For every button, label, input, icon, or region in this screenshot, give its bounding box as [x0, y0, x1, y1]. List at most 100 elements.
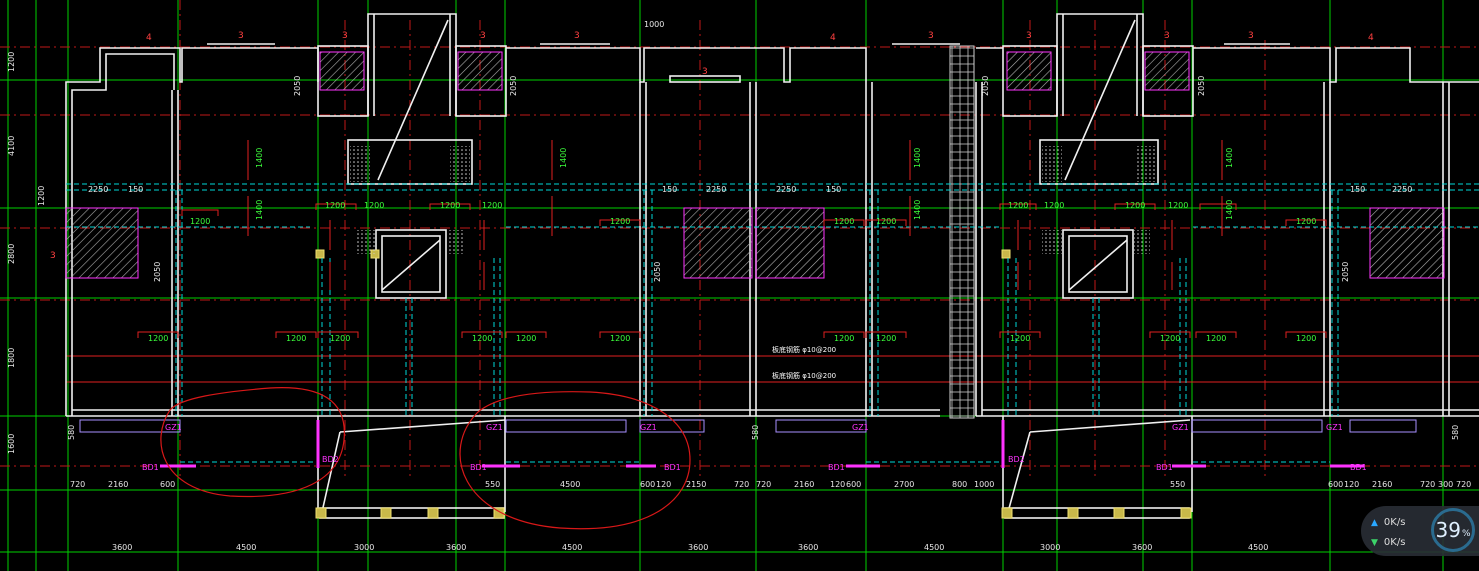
- axis-number: 3: [1026, 31, 1032, 41]
- side-dim: 4100: [7, 136, 16, 156]
- dim-label: 1200: [610, 334, 630, 343]
- dim-label: 1200: [1296, 217, 1316, 226]
- dim-label: 1200: [325, 201, 345, 210]
- bottom-dim: 300: [1438, 480, 1453, 489]
- column-label: GZ1: [486, 423, 503, 432]
- cpu-percent: 39: [1435, 518, 1461, 542]
- side-dim: 2800: [7, 244, 16, 264]
- dim-label: 2050: [981, 76, 990, 96]
- axis-number: 3: [702, 67, 708, 77]
- dim-label: 1200: [190, 217, 210, 226]
- column-label: GZ1: [640, 423, 657, 432]
- bottom-dim: 120: [1344, 480, 1359, 489]
- dim-label: 1200: [610, 217, 630, 226]
- percent-sign: %: [1461, 529, 1471, 539]
- bottom-dim-2: 3600: [1132, 543, 1152, 552]
- dim-label: 1200: [330, 334, 350, 343]
- dim-label: 150: [662, 185, 677, 194]
- dim-label: 2250: [706, 185, 726, 194]
- slab-label: BD1: [1156, 463, 1173, 472]
- axis-number: 4: [146, 33, 152, 43]
- dim-label: 1200: [1044, 201, 1064, 210]
- bottom-dim: 2150: [686, 480, 706, 489]
- dim-label: 1200: [286, 334, 306, 343]
- bottom-dim-2: 3600: [798, 543, 818, 552]
- slab-label: BD1: [1350, 463, 1367, 472]
- dim-label: 1200: [148, 334, 168, 343]
- drawing-text: 4 3 3 3 3 3 3 4 3 3 3 3 4 1200 4100 1200…: [7, 20, 1471, 552]
- upload-speed: 0K/s: [1383, 517, 1406, 528]
- dim-label: 580: [1451, 425, 1460, 440]
- dim-label: 580: [751, 425, 760, 440]
- network-speed-widget[interactable]: ▲ 0K/s ▼ 0K/s 39%: [1361, 506, 1479, 556]
- column-label: GZ1: [1172, 423, 1189, 432]
- bottom-dim: 550: [485, 480, 500, 489]
- dim-label: 2250: [88, 185, 108, 194]
- dimension-marks: [137, 140, 1327, 338]
- dim-label: 1200: [1125, 201, 1145, 210]
- bottom-dim: 720: [734, 480, 749, 489]
- bottom-dim: 2700: [894, 480, 914, 489]
- dim-label: 1200: [364, 201, 384, 210]
- slab-label: BD1: [470, 463, 487, 472]
- dim-label: 1200: [1296, 334, 1316, 343]
- axis-number: 3: [928, 31, 934, 41]
- axis-number: 3: [342, 31, 348, 41]
- dim-label: 1400: [1225, 200, 1234, 220]
- bottom-dim-2: 4500: [1248, 543, 1268, 552]
- bottom-dim: 2160: [1372, 480, 1392, 489]
- dim-label: 1200: [440, 201, 460, 210]
- dim-label: 1200: [834, 334, 854, 343]
- axis-number: 4: [830, 33, 836, 43]
- dim-label: 2050: [1341, 262, 1350, 282]
- bottom-dim: 720: [1456, 480, 1471, 489]
- side-dim: 1200: [7, 52, 16, 72]
- bottom-dim: 120: [656, 480, 671, 489]
- dim-label: 1200: [516, 334, 536, 343]
- bottom-dim-2: 4500: [924, 543, 944, 552]
- dim-label: 2050: [653, 262, 662, 282]
- bottom-dim: 600: [846, 480, 861, 489]
- bottom-dim-2: 3000: [1040, 543, 1060, 552]
- center-lines: [0, 0, 1479, 480]
- dim-label: 2050: [1197, 76, 1206, 96]
- dim-label: 1400: [913, 148, 922, 168]
- bottom-dim: 600: [160, 480, 175, 489]
- axis-number: 4: [1368, 33, 1374, 43]
- upload-row: ▲ 0K/s: [1371, 517, 1405, 528]
- bottom-dim: 550: [1170, 480, 1185, 489]
- rebar-note: 板底钢筋 φ10@200: [772, 345, 836, 354]
- bottom-dim: 2160: [794, 480, 814, 489]
- bottom-dim-2: 4500: [236, 543, 256, 552]
- bottom-dim-2: 3600: [688, 543, 708, 552]
- bottom-dim-2: 4500: [562, 543, 582, 552]
- dim-label: 1200: [482, 201, 502, 210]
- dim-label: 150: [1350, 185, 1365, 194]
- dim-label: 150: [128, 185, 143, 194]
- bottom-dim: 800: [952, 480, 967, 489]
- slab-label: BD2: [322, 455, 339, 464]
- dim-label: 1200: [1010, 334, 1030, 343]
- bottom-dim: 600: [1328, 480, 1343, 489]
- dim-label: 1400: [255, 148, 264, 168]
- bottom-dim-2: 3000: [354, 543, 374, 552]
- dim-label: 2250: [1392, 185, 1412, 194]
- rebar-note: 板底钢筋 φ10@200: [772, 371, 836, 380]
- download-speed: 0K/s: [1383, 537, 1406, 548]
- bottom-dim: 4500: [560, 480, 580, 489]
- dim-label: 1200: [1206, 334, 1226, 343]
- dim-label: 1400: [255, 200, 264, 220]
- dim-label: 2050: [509, 76, 518, 96]
- slab-edges: [160, 420, 1364, 468]
- slab-label: BD1: [828, 463, 845, 472]
- cpu-gauge[interactable]: 39%: [1431, 508, 1475, 552]
- axis-number: 3: [574, 31, 580, 41]
- side-dim: 1600: [7, 434, 16, 454]
- dim-label: 1200: [876, 217, 896, 226]
- bottom-dim: 2160: [108, 480, 128, 489]
- dim-label: 1000: [644, 20, 664, 29]
- dim-label: 1200: [1008, 201, 1028, 210]
- upload-arrow-icon: ▲: [1371, 517, 1378, 528]
- side-dim: 1200: [37, 186, 46, 206]
